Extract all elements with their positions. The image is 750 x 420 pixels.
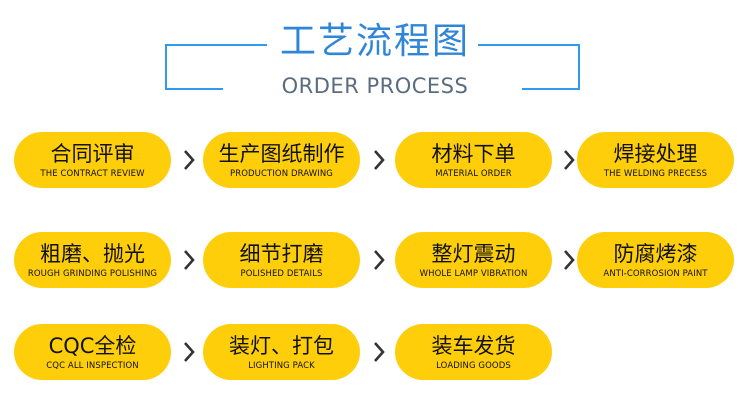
chevron-right-icon (182, 249, 196, 271)
step-subtitle: MATERIAL ORDER (435, 168, 512, 179)
process-step-9: CQC全检 CQC ALL INSPECTION (14, 324, 171, 380)
chevron-right-icon (372, 149, 386, 171)
step-subtitle: POLISHED DETAILS (240, 268, 323, 279)
process-step-1: 合同评审 THE CONTRACT REVIEW (14, 132, 171, 188)
step-title: 装灯、打包 (229, 333, 334, 358)
step-subtitle: PRODUCTION DRAWING (230, 168, 333, 179)
step-title: 生产图纸制作 (218, 141, 345, 166)
chevron-right-icon (182, 149, 196, 171)
chevron-right-icon (562, 149, 576, 171)
step-subtitle: THE WELDING PRECESS (603, 168, 708, 179)
title-frame-right (478, 44, 580, 90)
step-subtitle: ANTI-CORROSION PAINT (603, 268, 708, 279)
step-title: CQC全检 (48, 333, 137, 358)
step-title: 防腐烤漆 (613, 241, 698, 266)
step-title: 材料下单 (431, 141, 516, 166)
step-title: 装车发货 (431, 333, 516, 358)
page-title: 工艺流程图 (279, 21, 470, 62)
process-step-8: 防腐烤漆 ANTI-CORROSION PAINT (577, 232, 734, 288)
process-step-2: 生产图纸制作 PRODUCTION DRAWING (203, 132, 360, 188)
step-title: 焊接处理 (613, 141, 698, 166)
step-title: 细节打磨 (239, 241, 324, 266)
title-frame-left (165, 44, 267, 90)
chevron-right-icon (372, 341, 386, 363)
process-step-3: 材料下单 MATERIAL ORDER (395, 132, 552, 188)
step-title: 整灯震动 (431, 241, 516, 266)
page-subtitle: ORDER PROCESS (281, 74, 469, 98)
step-subtitle: WHOLE LAMP VIBRATION (419, 268, 528, 279)
chevron-right-icon (182, 341, 196, 363)
process-step-10: 装灯、打包 LIGHTING PACK (203, 324, 360, 380)
step-subtitle: ROUGH GRINDING POLISHING (27, 268, 158, 279)
chevron-right-icon (562, 249, 576, 271)
step-subtitle: LIGHTING PACK (248, 360, 315, 371)
process-step-5: 粗磨、抛光 ROUGH GRINDING POLISHING (14, 232, 171, 288)
step-subtitle: CQC ALL INSPECTION (46, 360, 139, 371)
step-title: 合同评审 (50, 141, 135, 166)
process-step-6: 细节打磨 POLISHED DETAILS (203, 232, 360, 288)
step-subtitle: THE CONTRACT REVIEW (40, 168, 145, 179)
header: 工艺流程图 ORDER PROCESS (0, 0, 750, 110)
step-subtitle: LOADING GOODS (436, 360, 511, 371)
process-step-11: 装车发货 LOADING GOODS (395, 324, 552, 380)
process-step-7: 整灯震动 WHOLE LAMP VIBRATION (395, 232, 552, 288)
chevron-right-icon (372, 249, 386, 271)
step-title: 粗磨、抛光 (40, 241, 145, 266)
process-step-4: 焊接处理 THE WELDING PRECESS (577, 132, 734, 188)
